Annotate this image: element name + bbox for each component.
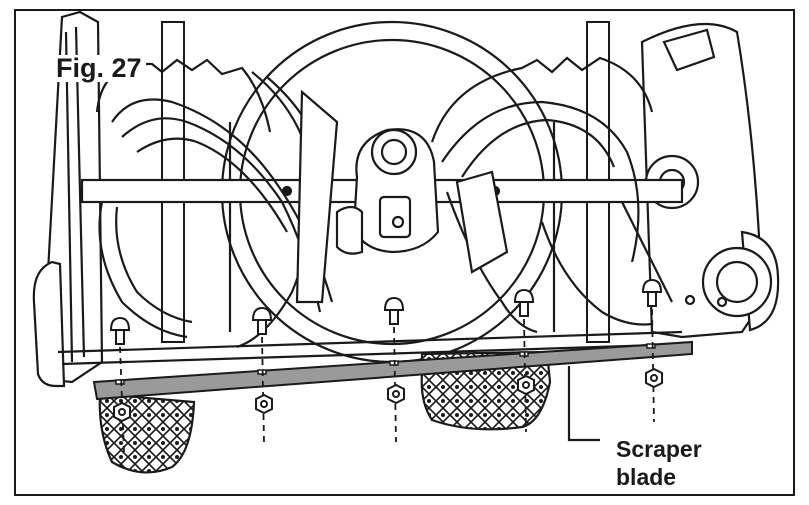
snowblower-auger-illustration: [32, 11, 780, 474]
housing-right-panel: [640, 22, 780, 339]
callout-leader-line: [567, 366, 600, 442]
right-auger: [430, 56, 673, 334]
gearbox: [295, 89, 509, 304]
auger-icon: [95, 58, 334, 349]
figure-frame: Fig. 27 Scraper blade: [14, 9, 795, 496]
figure-label: Fig. 27: [52, 55, 146, 82]
carriage-bolt-icon: [109, 278, 663, 345]
hex-nut-icon: [113, 367, 663, 423]
scraper-blade-callout: Scraper blade: [616, 436, 702, 490]
housing-left-panel: [32, 11, 104, 388]
housing-bottom-edge: [57, 330, 693, 366]
